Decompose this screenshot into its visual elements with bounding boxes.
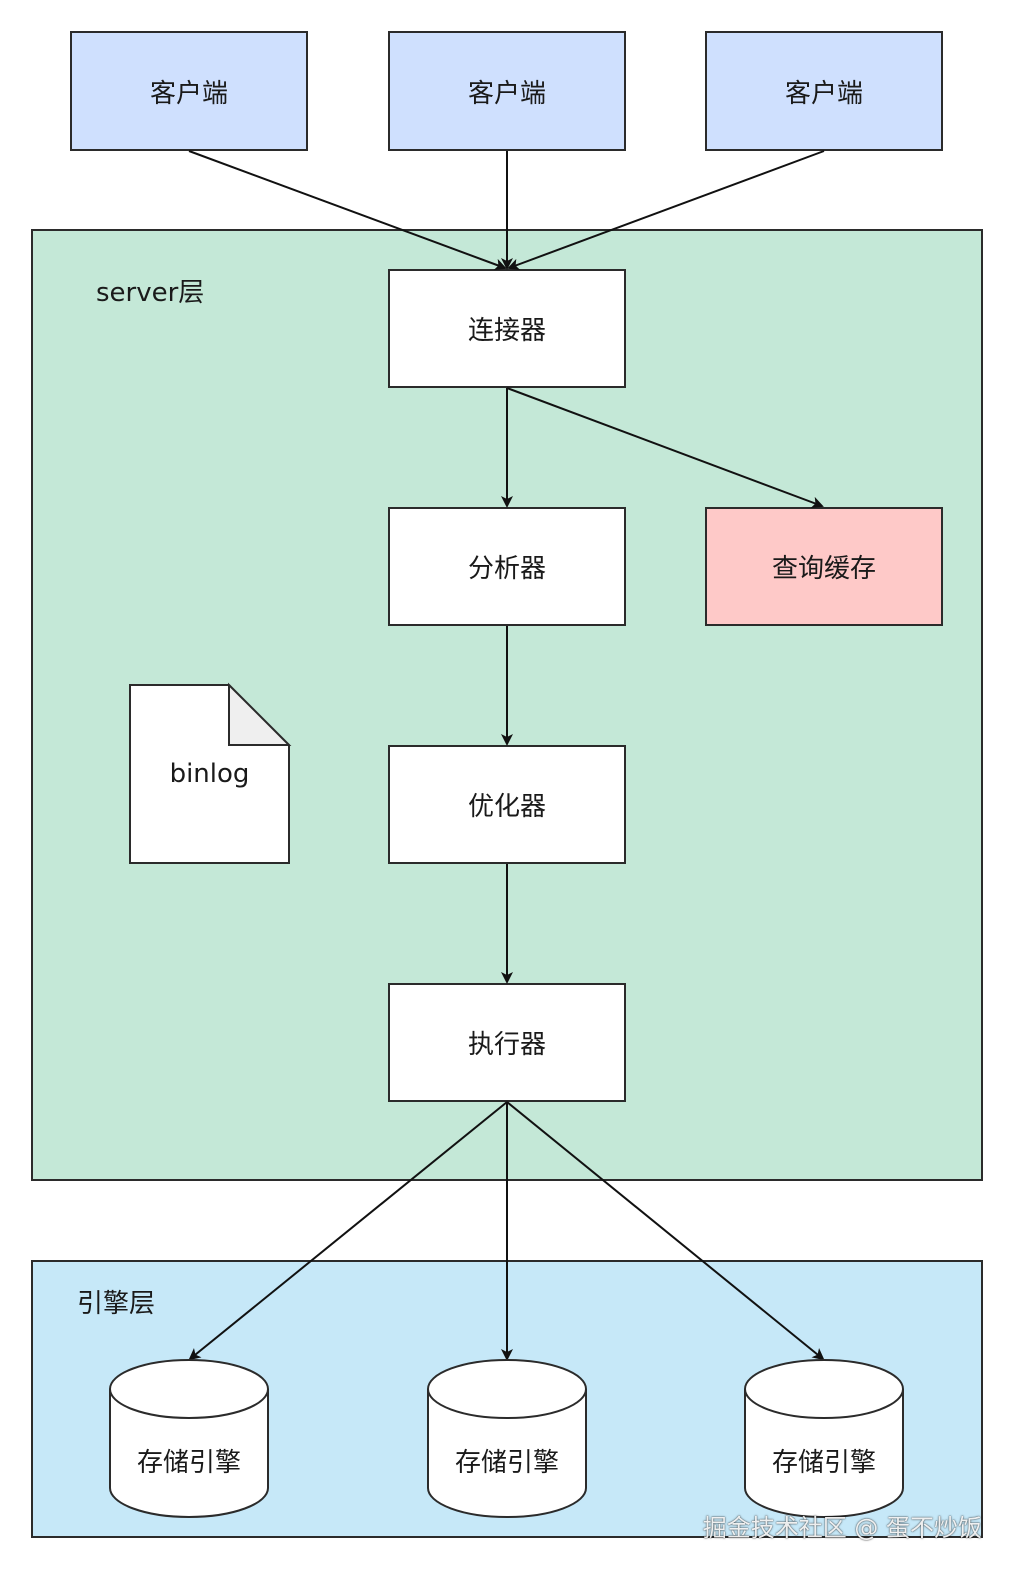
arrow-client3-to-connector [507,150,825,271]
binlog-document-icon [129,684,290,864]
server-layer-label: server层 [96,278,205,308]
engine-layer-label: 引擎层 [77,1289,156,1319]
storage-engine-cylinder-1 [109,1359,269,1518]
query-cache-label: 查询缓存 [771,554,876,584]
storage-engine-cylinder-3 [744,1359,904,1518]
optimizer-box: 优化器 [388,745,626,864]
binlog-document-fold [228,682,292,746]
arrow-connector-to-query-cache [506,387,824,509]
executor-box: 执行器 [388,983,626,1102]
optimizer-label: 优化器 [467,792,546,822]
watermark: 掘金技术社区 @ 蛋不炒饭 [702,1514,982,1542]
executor-label: 执行器 [467,1030,546,1060]
client-label: 客户端 [149,78,228,109]
arrow-client1-to-connector [188,150,507,271]
arrow-executor-to-engine3 [506,1101,825,1361]
analyzer-box: 分析器 [388,507,626,626]
client-box-3: 客户端 [705,31,943,151]
arrow-executor-to-engine1 [188,1101,508,1361]
connector-label: 连接器 [467,316,546,346]
client-box-2: 客户端 [388,31,626,151]
storage-engine-cylinder-2 [427,1359,587,1518]
query-cache-box: 查询缓存 [705,507,943,626]
analyzer-label: 分析器 [467,554,546,584]
client-label: 客户端 [784,78,863,109]
client-box-1: 客户端 [70,31,308,151]
client-label: 客户端 [467,78,546,109]
connector-box: 连接器 [388,269,626,388]
